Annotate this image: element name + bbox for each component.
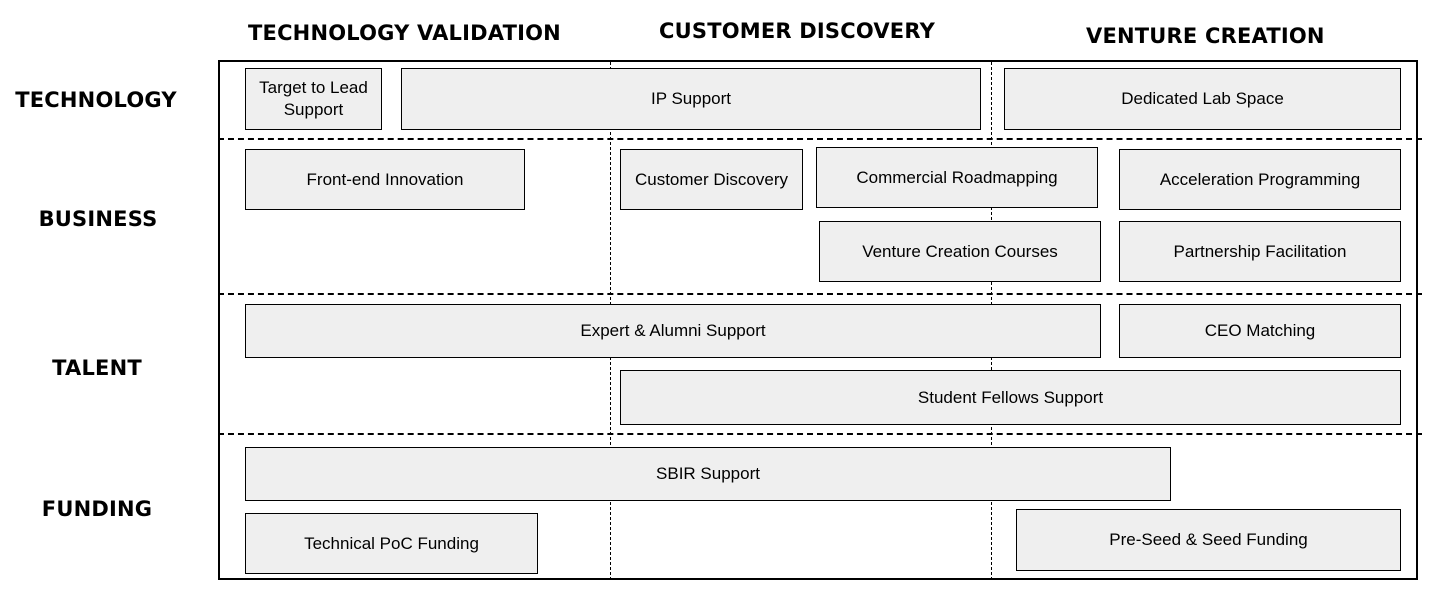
box-expert-alumni-support: Expert & Alumni Support bbox=[245, 304, 1101, 358]
row-divider-business-talent bbox=[218, 293, 1422, 295]
row-divider-talent-funding bbox=[218, 433, 1422, 435]
box-sbir-support: SBIR Support bbox=[245, 447, 1171, 501]
box-technical-poc-funding: Technical PoC Funding bbox=[245, 513, 538, 574]
box-customer-discovery: Customer Discovery bbox=[620, 149, 803, 210]
box-dedicated-lab-space: Dedicated Lab Space bbox=[1004, 68, 1401, 130]
box-ip-support: IP Support bbox=[401, 68, 981, 130]
matrix-frame bbox=[218, 60, 1418, 580]
row-header-technology: TECHNOLOGY bbox=[15, 88, 177, 112]
row-header-business: BUSINESS bbox=[38, 207, 158, 231]
box-pre-seed-seed-funding: Pre-Seed & Seed Funding bbox=[1016, 509, 1401, 571]
box-venture-creation-courses: Venture Creation Courses bbox=[819, 221, 1101, 282]
box-commercial-roadmapping: Commercial Roadmapping bbox=[816, 147, 1098, 208]
row-header-talent: TALENT bbox=[52, 356, 142, 380]
column-header-technology-validation: TECHNOLOGY VALIDATION bbox=[248, 21, 561, 45]
column-header-customer-discovery: CUSTOMER DISCOVERY bbox=[659, 19, 935, 43]
row-divider-technology-business bbox=[218, 138, 1422, 140]
box-student-fellows-support: Student Fellows Support bbox=[620, 370, 1401, 425]
box-acceleration-programming: Acceleration Programming bbox=[1119, 149, 1401, 210]
box-partnership-facilitation: Partnership Facilitation bbox=[1119, 221, 1401, 282]
box-front-end-innovation: Front-end Innovation bbox=[245, 149, 525, 210]
row-header-funding: FUNDING bbox=[41, 497, 153, 521]
box-target-to-lead-support: Target to Lead Support bbox=[245, 68, 382, 130]
box-ceo-matching: CEO Matching bbox=[1119, 304, 1401, 358]
column-header-venture-creation: VENTURE CREATION bbox=[1086, 24, 1325, 48]
